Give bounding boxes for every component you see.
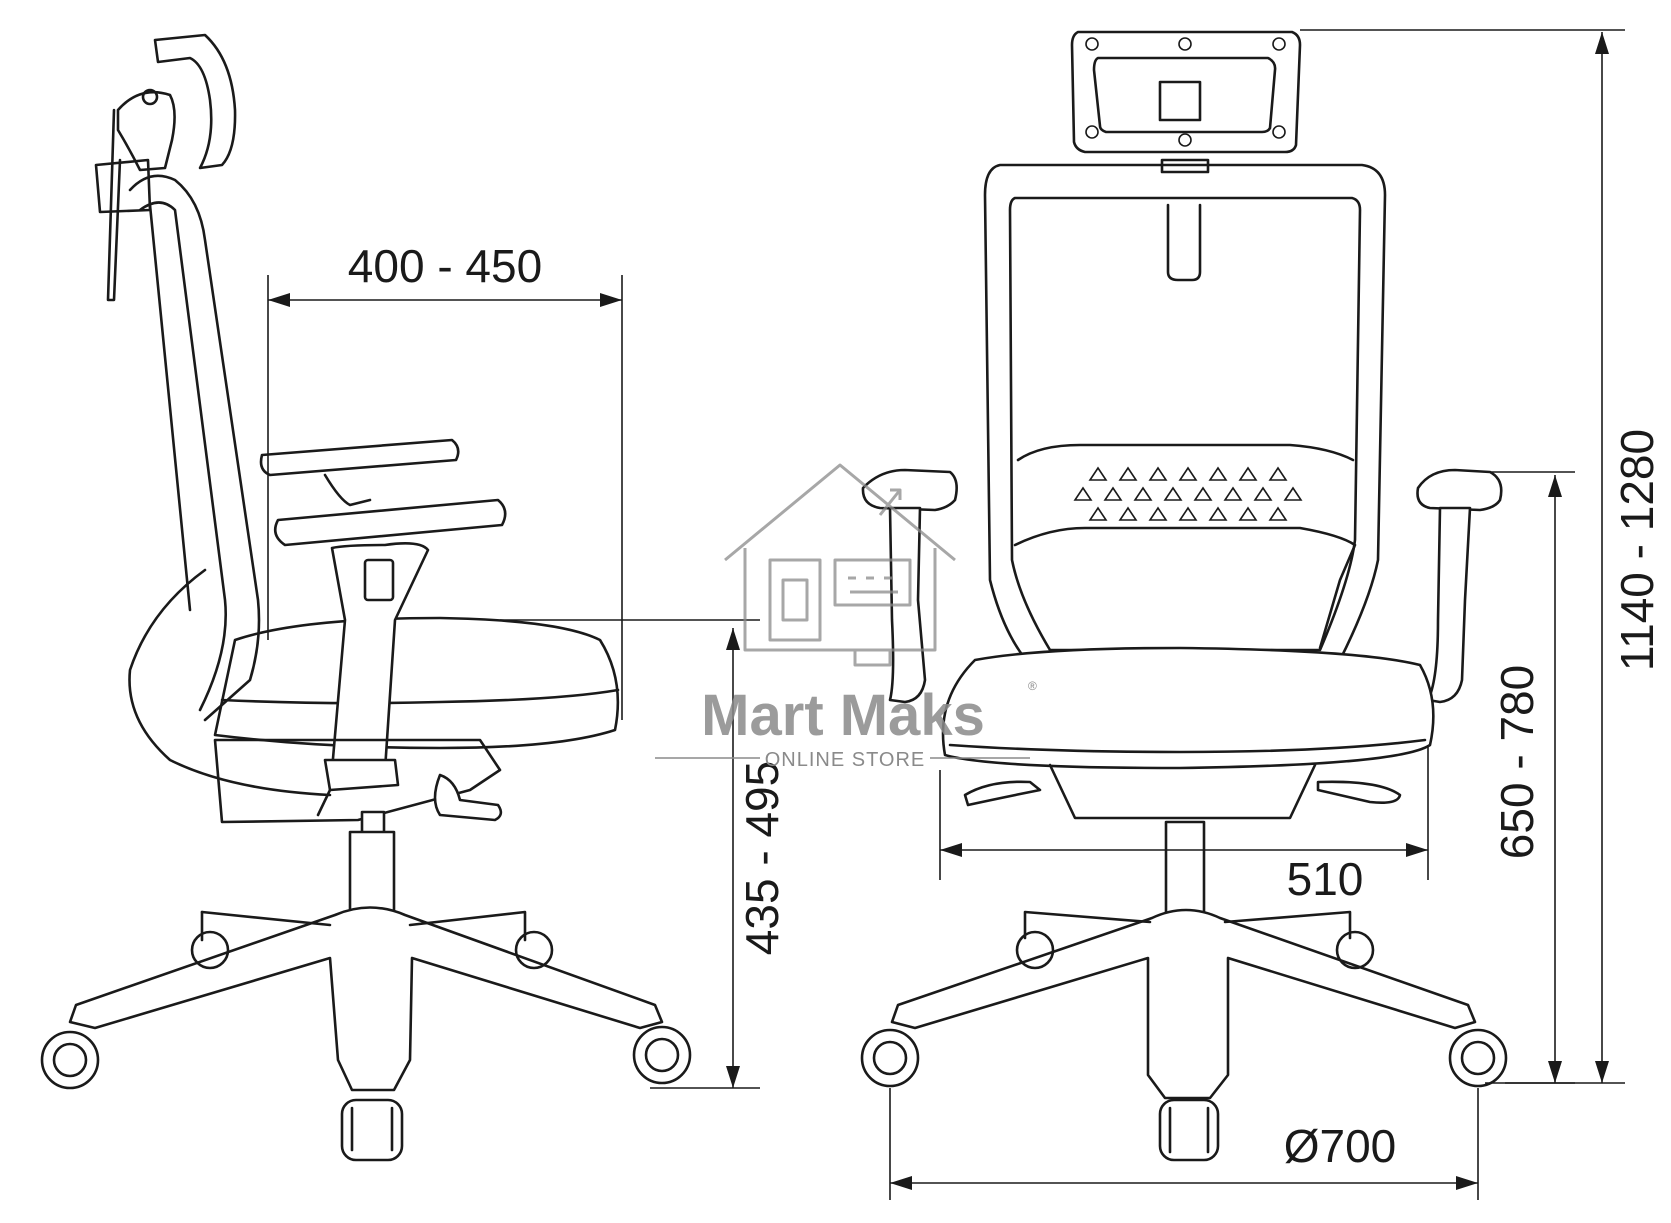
watermark-logo — [724, 463, 956, 667]
dimension-seat-height: 435 - 495 — [736, 761, 788, 955]
front-view-chair — [860, 30, 1508, 1162]
dimension-seat-width: 510 — [1287, 853, 1364, 905]
side-view-chair — [40, 33, 692, 1162]
watermark-registered-mark: ® — [1028, 679, 1037, 693]
dimension-total-height: 1140 - 1280 — [1611, 429, 1663, 671]
watermark-tagline: ONLINE STORE — [765, 749, 926, 771]
dimension-armrest-height: 650 - 780 — [1491, 665, 1543, 859]
ventilation-pattern — [1073, 466, 1303, 521]
dimension-base-diameter: Ø700 — [1284, 1120, 1397, 1172]
dimension-lines — [267, 29, 1625, 1200]
watermark-brand: Mart Maks — [701, 683, 985, 748]
dimension-seat-depth: 400 - 450 — [348, 240, 542, 292]
